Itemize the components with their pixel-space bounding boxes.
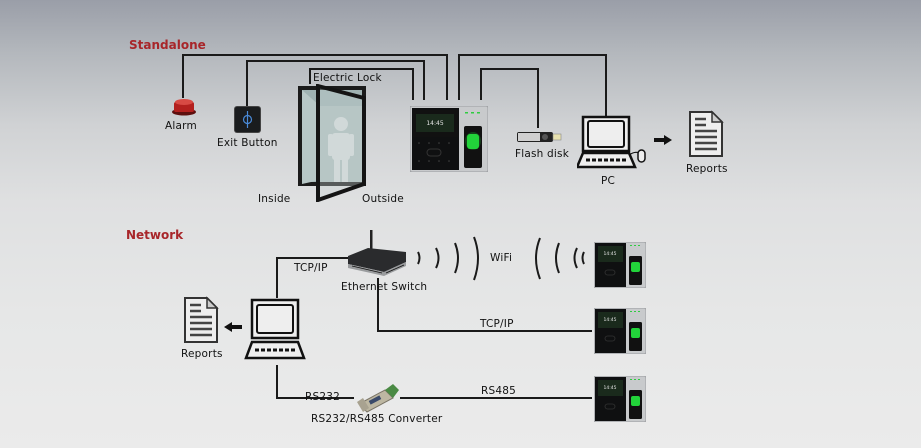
network-section-title: Network (126, 228, 184, 242)
time-attendance-terminal: 14:45 (409, 105, 489, 173)
flash-disk-label: Flash disk (515, 148, 569, 160)
exit-button-label: Exit Button (217, 137, 278, 149)
electric-lock-label: Electric Lock (313, 72, 382, 84)
ethernet-switch-icon (346, 228, 408, 276)
alarm-label: Alarm (165, 120, 197, 132)
terminal-clock: 14:45 (426, 120, 443, 127)
flash-disk-icon (517, 128, 563, 142)
rs485-label: RS485 (481, 385, 517, 397)
network-pc-icon (244, 298, 306, 362)
exit-button-icon (235, 107, 260, 132)
tcpip-terminal-label: TCP/IP (480, 318, 514, 330)
reports-document-icon (688, 110, 724, 158)
arrow-left-icon (224, 317, 242, 336)
wire-pc-switch (276, 257, 348, 298)
converter-label: RS232/RS485 Converter (311, 413, 443, 425)
wifi-waves-icon (417, 236, 585, 281)
wire-electric-lock (309, 68, 414, 100)
pc-label: PC (601, 175, 616, 187)
terminal-wifi: 14:45 (593, 241, 647, 289)
pc-icon (575, 115, 649, 169)
terminal-tcpip: 14:45 (593, 307, 647, 355)
terminal-clock: 14:45 (604, 317, 617, 323)
door-icon (298, 83, 368, 203)
terminal-clock: 14:45 (604, 251, 617, 257)
arrow-right-icon (654, 130, 672, 149)
rs232-label: RS232 (305, 391, 341, 403)
inside-label: Inside (258, 193, 291, 205)
terminal-rs485: 14:45 (593, 375, 647, 423)
terminal-clock: 14:45 (604, 385, 617, 391)
alarm-icon (171, 98, 197, 116)
wire-flash-disk (480, 68, 539, 128)
wire-alarm (182, 54, 448, 100)
standalone-section-title: Standalone (129, 38, 206, 52)
wifi-label: WiFi (490, 252, 513, 264)
reports-label: Reports (686, 163, 728, 175)
tcpip-switch-label: TCP/IP (294, 262, 328, 274)
wire-rs232 (276, 365, 354, 399)
wire-exit-button (246, 60, 425, 106)
network-reports-document-icon (183, 296, 219, 344)
wire-pc (458, 54, 607, 116)
ethernet-switch-label: Ethernet Switch (341, 281, 428, 293)
wire-switch-terminal (377, 278, 592, 332)
network-reports-label: Reports (181, 348, 223, 360)
rs232-rs485-converter-icon (355, 380, 401, 414)
outside-label: Outside (362, 193, 404, 205)
